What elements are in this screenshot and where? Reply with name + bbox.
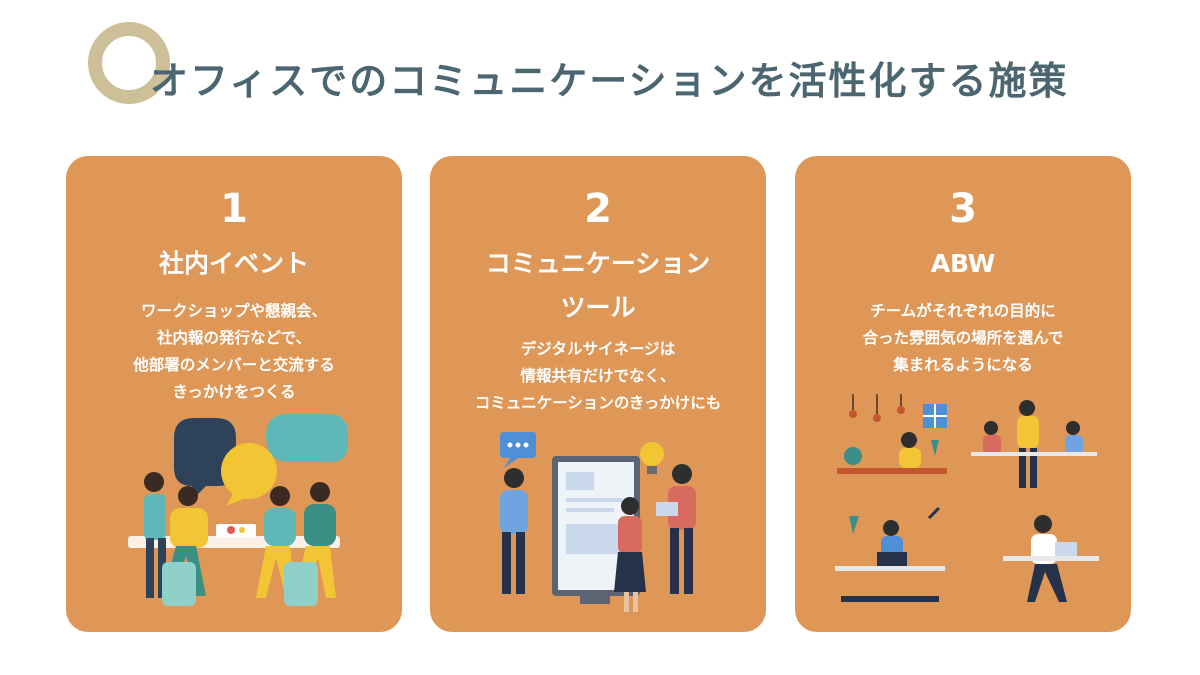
card-heading-line: ツール bbox=[560, 293, 636, 322]
card-heading: 社内イベント bbox=[66, 242, 402, 286]
card-number: 2 bbox=[584, 186, 612, 232]
card-heading-line: コミュニケーション bbox=[485, 249, 711, 278]
activity-based-working-illustration bbox=[835, 394, 1099, 602]
card-description-line: きっかけをつくる bbox=[172, 383, 296, 401]
card-description-line: 合った雰囲気の場所を選んで bbox=[862, 329, 1064, 347]
card-description-line: デジタルサイネージは bbox=[520, 340, 676, 358]
digital-signage-illustration bbox=[500, 432, 696, 612]
card-heading: ABW bbox=[795, 242, 1131, 286]
page-title: オフィスでのコミュニケーションを活性化する施策 bbox=[150, 59, 1069, 103]
card-description-line: 集まれるようになる bbox=[893, 356, 1033, 374]
card-description-line: 他部署のメンバーと交流する bbox=[133, 356, 335, 374]
card-heading-line: ABW bbox=[930, 249, 996, 278]
card-heading: コミュニケーション ツール bbox=[430, 242, 766, 330]
card-number: 3 bbox=[949, 186, 977, 232]
card-description: ワークショップや懇親会、 社内報の発行などで、 他部署のメンバーと交流する きっ… bbox=[76, 298, 392, 406]
card-description-line: コミュニケーションのきっかけにも bbox=[474, 394, 722, 412]
team-meeting-illustration bbox=[128, 414, 348, 606]
card-description-line: 情報共有だけでなく、 bbox=[520, 367, 676, 385]
card-internal-events: 1 社内イベント ワークショップや懇親会、 社内報の発行などで、 他部署のメンバ… bbox=[66, 156, 402, 632]
card-heading-line: 社内イベント bbox=[158, 249, 309, 278]
card-description-line: チームがそれぞれの目的に bbox=[870, 302, 1056, 320]
card-number: 1 bbox=[220, 186, 248, 232]
card-abw: 3 ABW チームがそれぞれの目的に 合った雰囲気の場所を選んで 集まれるように… bbox=[795, 156, 1131, 632]
card-communication-tools: 2 コミュニケーション ツール デジタルサイネージは 情報共有だけでなく、 コミ… bbox=[430, 156, 766, 632]
card-description: チームがそれぞれの目的に 合った雰囲気の場所を選んで 集まれるようになる bbox=[805, 298, 1121, 379]
card-description-line: ワークショップや懇親会、 bbox=[140, 302, 327, 320]
card-description: デジタルサイネージは 情報共有だけでなく、 コミュニケーションのきっかけにも bbox=[440, 336, 756, 417]
card-description-line: 社内報の発行などで、 bbox=[156, 329, 312, 347]
